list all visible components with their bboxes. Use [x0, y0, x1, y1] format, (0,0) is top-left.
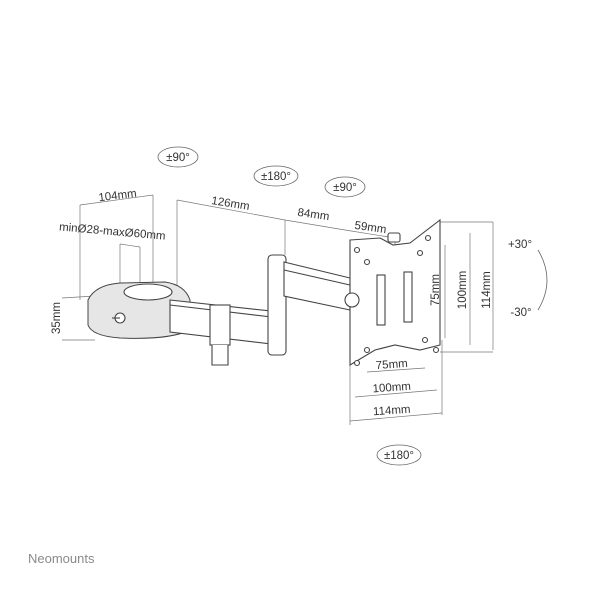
dimension-label: 104mm	[98, 188, 138, 205]
rotation-label: ±180°	[261, 171, 291, 183]
dimension-label: 84mm	[297, 207, 330, 223]
brand-logo: Neomounts	[28, 551, 95, 566]
dimension-label: 75mm	[430, 274, 442, 306]
rotation-indicator-clamp: ±90°	[157, 146, 199, 168]
rotation-label: ±180°	[384, 450, 414, 462]
dimension-label: 100mm	[457, 271, 469, 309]
tilt-down-label: -30°	[510, 307, 531, 319]
dimension-label: 59mm	[354, 220, 387, 236]
rotation-indicator-head: ±90°	[324, 176, 366, 198]
rotation-indicator-plate: ±180°	[376, 444, 422, 466]
dimension-label: 114mm	[373, 404, 411, 419]
desk-clamp	[87, 281, 191, 339]
dimension-label: 75mm	[375, 358, 408, 372]
rotation-label: ±90°	[166, 152, 190, 164]
rotation-label: ±90°	[333, 182, 357, 194]
dimension-lines	[61, 194, 548, 425]
tilt-up-label: +30°	[508, 239, 532, 251]
arm-segment-1	[169, 299, 281, 366]
rotation-indicator-joint: ±180°	[253, 165, 299, 187]
dimension-label: 114mm	[481, 271, 493, 309]
dimension-label: 126mm	[211, 195, 251, 213]
dimension-label: 100mm	[372, 381, 411, 396]
clamp-range-label: minØ28-maxØ60mm	[59, 221, 166, 242]
arm-segment-2	[267, 254, 351, 356]
tilt-knob	[387, 232, 401, 243]
vesa-plate	[344, 218, 441, 367]
dimension-label: 35mm	[51, 302, 63, 334]
